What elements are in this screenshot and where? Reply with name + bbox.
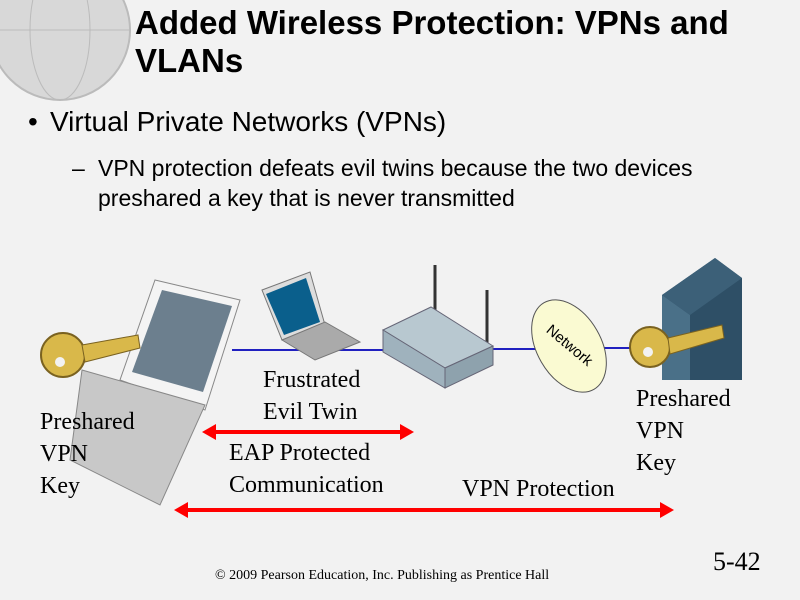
label-line: Frustrated <box>263 367 361 393</box>
laptop-icon <box>69 279 241 506</box>
label-line: Key <box>40 473 80 499</box>
globe-icon <box>0 0 131 101</box>
sub-bullet-marker: – <box>72 155 85 181</box>
evil-twin-label: Frustrated Evil Twin <box>263 364 360 428</box>
bullet-text: Virtual Private Networks (VPNs) <box>50 106 447 137</box>
label-line: Evil Twin <box>263 399 358 425</box>
slide-title: Added Wireless Protection: VPNs and VLAN… <box>135 4 729 79</box>
right-key-label: Preshared VPN Key <box>636 383 731 479</box>
slide-number: 5-42 <box>713 547 761 576</box>
vpn-protection-label: VPN Protection <box>462 476 615 502</box>
label-line: Preshared <box>636 386 731 412</box>
left-key-label: Preshared VPN Key <box>40 406 135 502</box>
key-icon-left <box>40 332 141 378</box>
eap-label: EAP Protected Communication <box>229 437 384 501</box>
label-line: Preshared <box>40 409 135 435</box>
label-line: VPN <box>40 441 89 467</box>
sub-bullet-text: VPN protection defeats evil twins becaus… <box>98 155 693 211</box>
eap-arrow <box>202 424 414 440</box>
vpn-protection-arrow <box>174 502 674 518</box>
label-line: Key <box>636 450 676 476</box>
network-cloud: Network <box>531 299 607 393</box>
bullet-vpns: • Virtual Private Networks (VPNs) <box>28 106 446 138</box>
sub-bullet: –VPN protection defeats evil twins becau… <box>72 153 772 213</box>
bullet-marker: • <box>28 106 38 137</box>
key-icon-right <box>629 324 725 368</box>
label-line: VPN <box>636 418 685 444</box>
copyright: © 2009 Pearson Education, Inc. Publishin… <box>215 568 550 583</box>
label-line: Communication <box>229 472 384 498</box>
evil-twin-laptop-icon <box>261 271 362 361</box>
label-line: EAP Protected <box>229 440 371 466</box>
server-icon <box>662 258 742 380</box>
access-point-icon <box>381 265 495 389</box>
